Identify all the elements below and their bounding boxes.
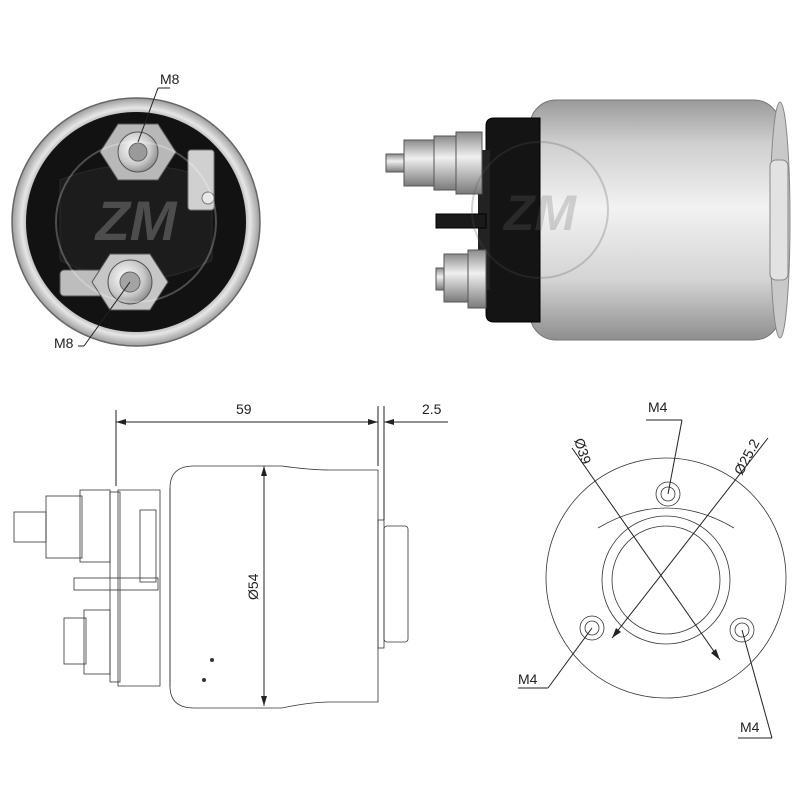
bottom-terminal-label: M8: [54, 335, 74, 351]
side-switch-tab: [435, 213, 487, 229]
side-top-stud: [385, 131, 483, 195]
hole-left-label: M4: [518, 671, 538, 687]
watermark-side: ZM: [502, 185, 578, 241]
hole-right: [729, 617, 755, 643]
hole-left: [579, 615, 605, 641]
photo-front-view: ZM M8 M8: [11, 71, 261, 351]
bottom-terminal-stud: [59, 253, 169, 311]
switch-terminal-tab: [187, 149, 215, 211]
top-terminal-label: M8: [160, 71, 180, 87]
side-dimension-drawing: 59 2.5 Ø54: [13, 401, 448, 709]
side-bottom-stud: [435, 249, 487, 309]
photo-side-view: ZM: [385, 99, 791, 341]
diameter-label: Ø54: [245, 573, 261, 600]
end-view-drawing: Ø39 Ø25.2 M4 M4 M4: [518, 399, 787, 739]
hole-right-label: M4: [740, 719, 760, 735]
watermark-front: ZM: [94, 189, 178, 252]
flange-label: 2.5: [422, 401, 442, 417]
pcd-label: Ø39: [571, 436, 594, 466]
bore-label: Ø25.2: [731, 436, 763, 477]
top-terminal-stud: [99, 123, 177, 181]
hole-top-label: M4: [648, 399, 668, 415]
hole-top: [655, 481, 681, 507]
length-label: 59: [236, 401, 252, 417]
